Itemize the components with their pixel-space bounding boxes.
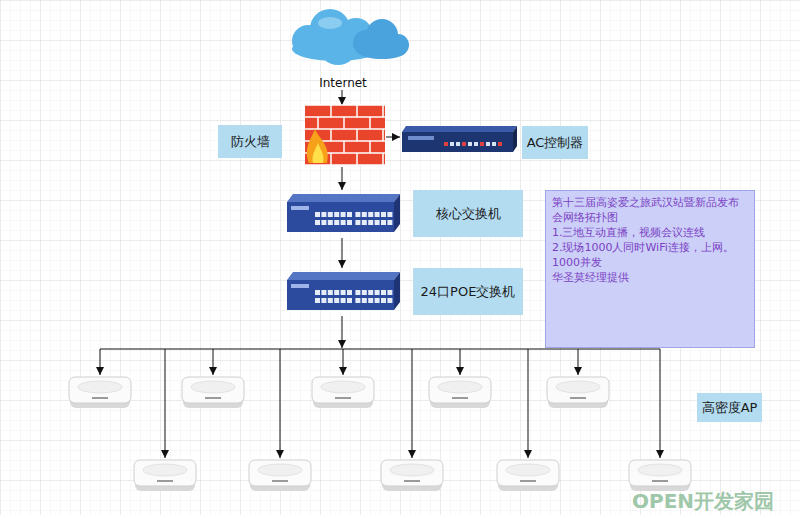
device-label: 防火墙: [218, 125, 282, 158]
core-switch: 核心交换机: [285, 190, 525, 238]
internet-cloud: Internet: [278, 5, 408, 90]
device-label: 高密度AP: [697, 393, 762, 422]
access-point-icon: [249, 460, 311, 491]
switch-icon: [287, 272, 400, 310]
ap-group: [69, 349, 691, 491]
icon: [60, 348, 770, 498]
network-link: [342, 90, 343, 105]
network-link: [342, 167, 343, 190]
cloud-icon: [353, 19, 409, 59]
device-label: 24口POE交换机: [413, 268, 523, 315]
network-link: [342, 316, 343, 348]
access-point-icon: [134, 460, 196, 491]
device-label: 核心交换机: [413, 190, 523, 237]
network-link: [386, 137, 400, 138]
access-point-icon: [381, 460, 443, 491]
watermark: OPEN开发家园: [632, 488, 774, 515]
access-point-icon: [547, 377, 609, 408]
device-label: AC控制器: [522, 126, 588, 159]
note-text: 第十三届高姿爱之旅武汉站暨新品发布会网络拓扑图: [552, 195, 748, 225]
ac-controller: AC控制器: [400, 120, 590, 160]
access-point-icon: [69, 377, 131, 408]
note-text: 1000并发: [552, 255, 748, 270]
switch-icon: [287, 194, 400, 232]
access-point-icon: [629, 460, 691, 491]
firewall: 防火墙: [218, 105, 386, 167]
access-point-icon: [312, 377, 374, 408]
ac-controller-icon: [402, 126, 517, 152]
access-point-icon: [182, 377, 244, 408]
cloud-label: Internet: [278, 76, 408, 90]
access-point-icon: [429, 377, 491, 408]
note-text: 1.三地互动直播，视频会议连线: [552, 225, 748, 240]
note-text: 2.现场1000人同时WiFi连接，上网。: [552, 240, 748, 255]
note-text: 华圣莫经理提供: [552, 270, 748, 285]
firewall-icon: [305, 105, 385, 165]
info-box: 第十三届高姿爱之旅武汉站暨新品发布会网络拓扑图1.三地互动直播，视频会议连线2.…: [545, 190, 755, 348]
network-link: [342, 238, 343, 268]
ap-cluster: 高密度AP: [60, 348, 770, 498]
poe-switch: 24口POE交换机: [285, 268, 525, 316]
access-point-icon: [497, 460, 559, 491]
